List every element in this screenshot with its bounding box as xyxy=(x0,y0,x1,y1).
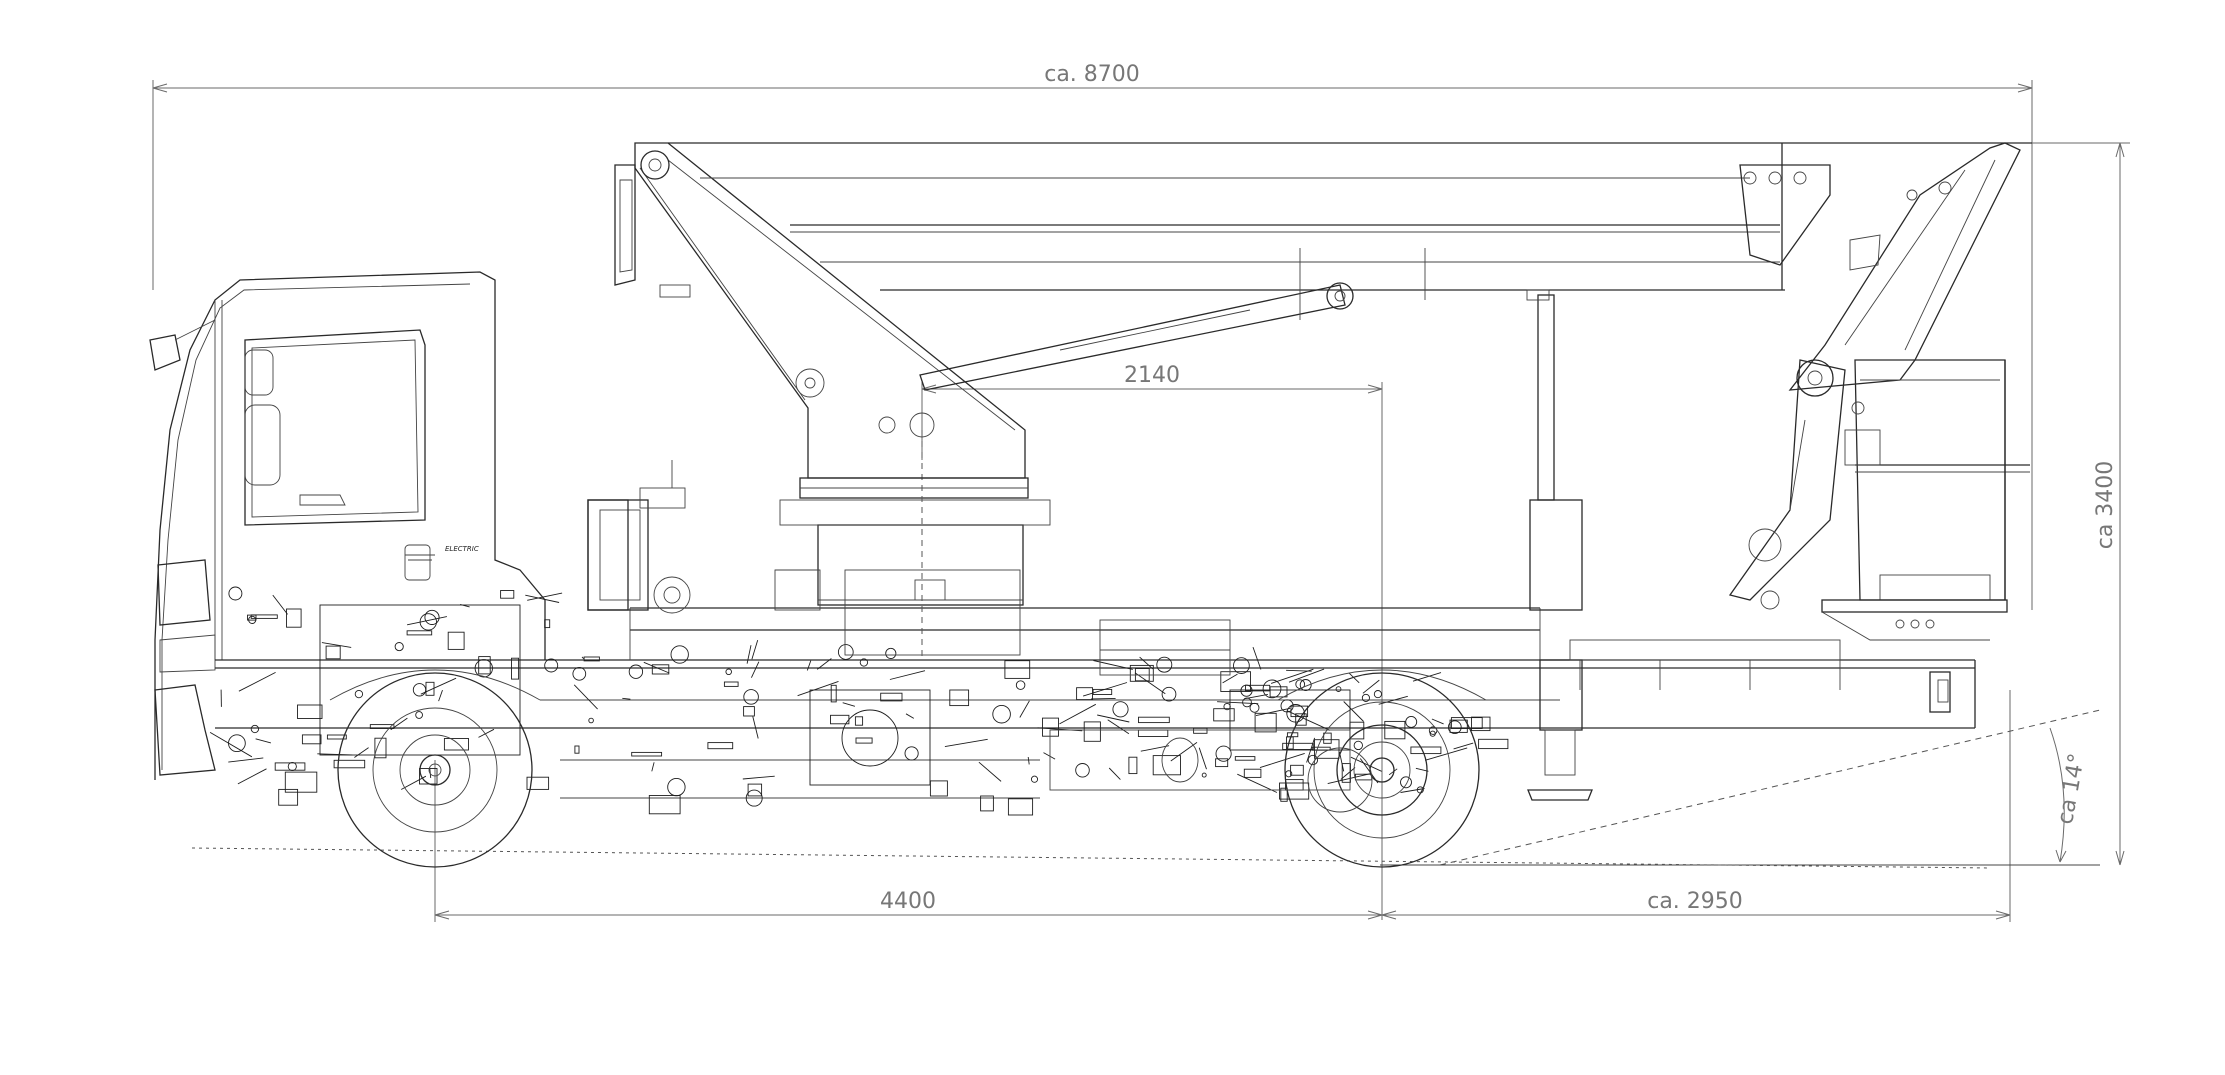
boom-assembly xyxy=(614,142,2032,801)
front-wheel xyxy=(329,669,541,868)
turntable xyxy=(587,430,1541,660)
rear-wheel xyxy=(1277,669,1487,868)
jib-and-basket xyxy=(1728,142,2030,713)
chassis-frame xyxy=(215,659,1976,799)
departure-angle-label: ca 14° xyxy=(2053,751,2090,826)
side-equipment xyxy=(587,460,1841,791)
turntable-offset-dimension: 2140 xyxy=(921,363,1383,920)
overall-height-dimension: ca 3400 xyxy=(640,142,2130,866)
overall-length-label: ca. 8700 xyxy=(1044,62,1140,87)
dimension-lines: ca. 8700 ca 3400 2140 4400 ca. 2950 xyxy=(152,62,2130,922)
turntable-offset-label: 2140 xyxy=(1124,363,1180,388)
chassis-components xyxy=(209,586,1509,816)
cab-badge-label: ELECTRIC xyxy=(445,545,479,553)
overall-height-label: ca 3400 xyxy=(2093,461,2118,550)
ground-line xyxy=(191,847,1991,869)
departure-angle-dimension: ca 14° xyxy=(1380,709,2101,866)
overall-length-dimension: ca. 8700 xyxy=(152,62,2033,610)
cab: ELECTRIC xyxy=(149,271,546,780)
wheelbase-label: 4400 xyxy=(880,889,936,914)
rear-overhang-label: ca. 2950 xyxy=(1647,889,1743,914)
wheelbase-dimension: 4400 ca. 2950 xyxy=(434,690,2011,922)
